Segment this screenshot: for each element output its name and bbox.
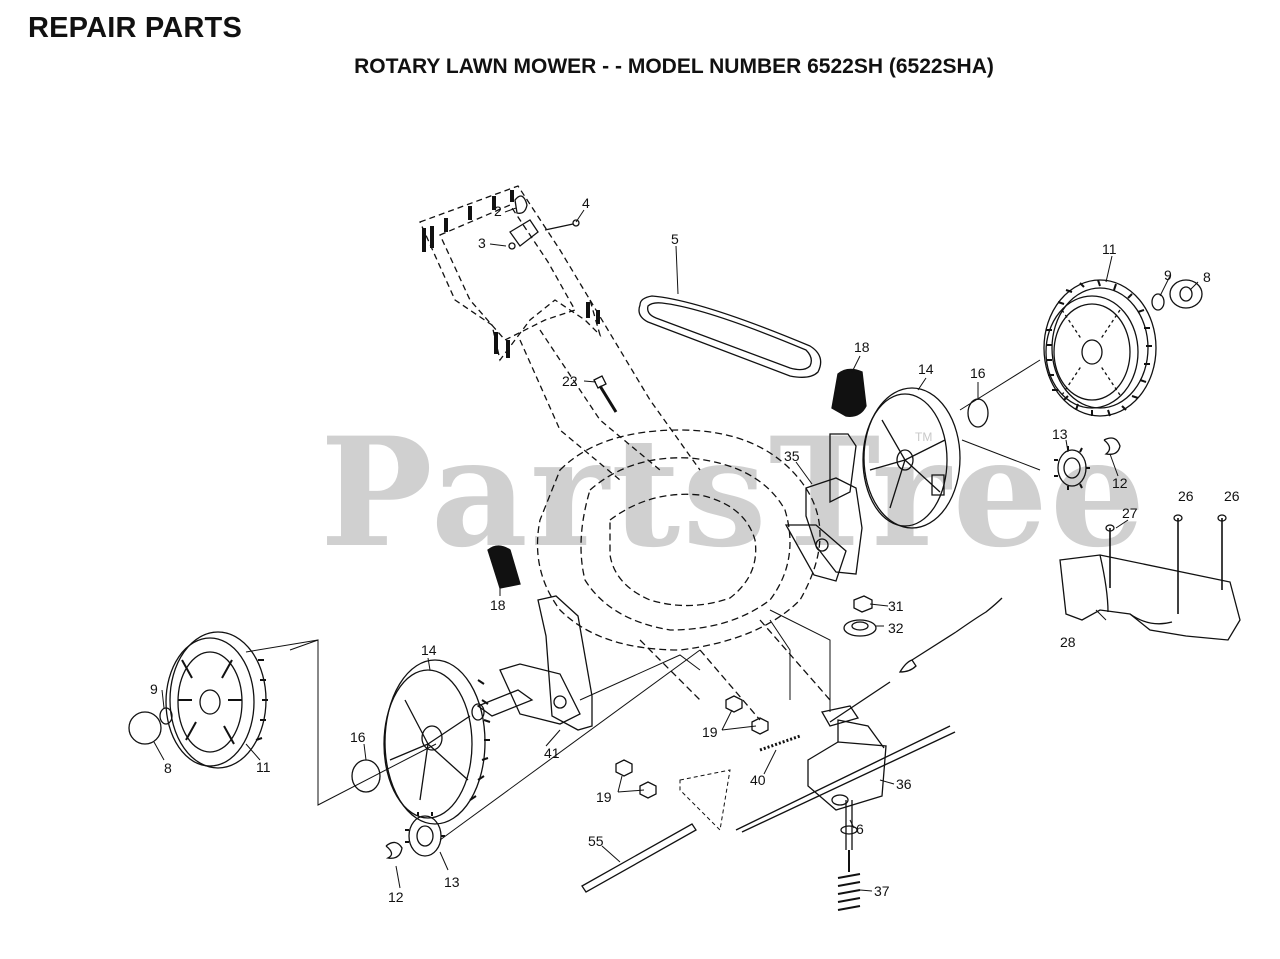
handle-phantom (419, 185, 701, 481)
callout-27: 27 (1122, 505, 1138, 521)
assembly-lines (245, 359, 1041, 841)
callout-37: 37 (874, 883, 890, 899)
wheel-left-fasteners (128, 707, 173, 745)
callout-2: 2 (494, 203, 502, 219)
pinion-right (1054, 437, 1121, 490)
control-bail-parts (508, 195, 580, 250)
callout-11-left: 11 (256, 759, 271, 775)
callout-55: 55 (588, 833, 604, 849)
deck-phantom (536, 429, 831, 721)
callout-26-left: 26 (1178, 488, 1194, 504)
lower-shaft-spring (837, 800, 861, 911)
height-adjuster-left (471, 545, 593, 731)
callout-18-right: 18 (854, 339, 870, 355)
callout-16-left: 16 (350, 729, 366, 745)
callout-36: 36 (896, 776, 912, 792)
callout-28: 28 (1060, 634, 1076, 650)
nut-washer-31-32 (843, 595, 877, 637)
callout-26-right: 26 (1224, 488, 1240, 504)
rear-baffle (1059, 514, 1241, 641)
washer-16-left (351, 759, 381, 793)
callout-labels: 2 3 4 5 11 9 8 18 14 16 22 13 12 35 27 2… (150, 195, 1240, 905)
callout-18-left: 18 (490, 597, 506, 613)
callout-8-right: 8 (1203, 269, 1211, 285)
handle-grip-hatching (422, 190, 600, 358)
nuts-19 (615, 695, 769, 799)
callout-14-right: 14 (918, 361, 934, 377)
callout-12-left: 12 (388, 889, 404, 905)
callout-32: 32 (888, 620, 904, 636)
callout-14-left: 14 (421, 642, 437, 658)
callout-41: 41 (544, 745, 560, 761)
page-title: REPAIR PARTS (28, 12, 243, 44)
callout-6: 6 (856, 821, 864, 837)
callout-8-left: 8 (164, 760, 172, 776)
transmission (735, 705, 956, 833)
callout-31: 31 (888, 598, 904, 614)
callout-19-upper: 19 (702, 724, 718, 740)
control-cable (829, 597, 1003, 723)
wheel-left (165, 631, 268, 769)
callout-35: 35 (784, 448, 800, 464)
watermark-trademark: TM (915, 430, 933, 444)
wheel-right (1043, 279, 1157, 417)
watermark-text: PartsTree (320, 405, 1148, 581)
bolt-22 (593, 375, 618, 413)
pinion-left (385, 812, 445, 859)
axle-rod (581, 823, 697, 893)
callout-16-right: 16 (970, 365, 986, 381)
callout-3: 3 (478, 235, 486, 251)
callout-5: 5 (671, 231, 679, 247)
callout-19-lower: 19 (596, 789, 612, 805)
drive-belt (638, 295, 822, 378)
callout-12-right: 12 (1112, 475, 1128, 491)
callout-13-left: 13 (444, 874, 460, 890)
callout-40: 40 (750, 772, 766, 788)
callout-11-right: 11 (1102, 241, 1117, 257)
leader-lines (153, 207, 1199, 892)
callout-9-left: 9 (150, 681, 158, 697)
height-adjuster-right (784, 368, 867, 582)
callout-22: 22 (562, 373, 578, 389)
callout-9-right: 9 (1164, 267, 1172, 283)
callout-13-right: 13 (1052, 426, 1068, 442)
page-subtitle: ROTARY LAWN MOWER - - MODEL NUMBER 6522S… (354, 55, 994, 78)
gear-wheel-right (862, 387, 961, 529)
wheel-right-fasteners (1151, 279, 1203, 311)
gear-wheel-left (383, 659, 491, 825)
callout-4: 4 (582, 195, 590, 211)
